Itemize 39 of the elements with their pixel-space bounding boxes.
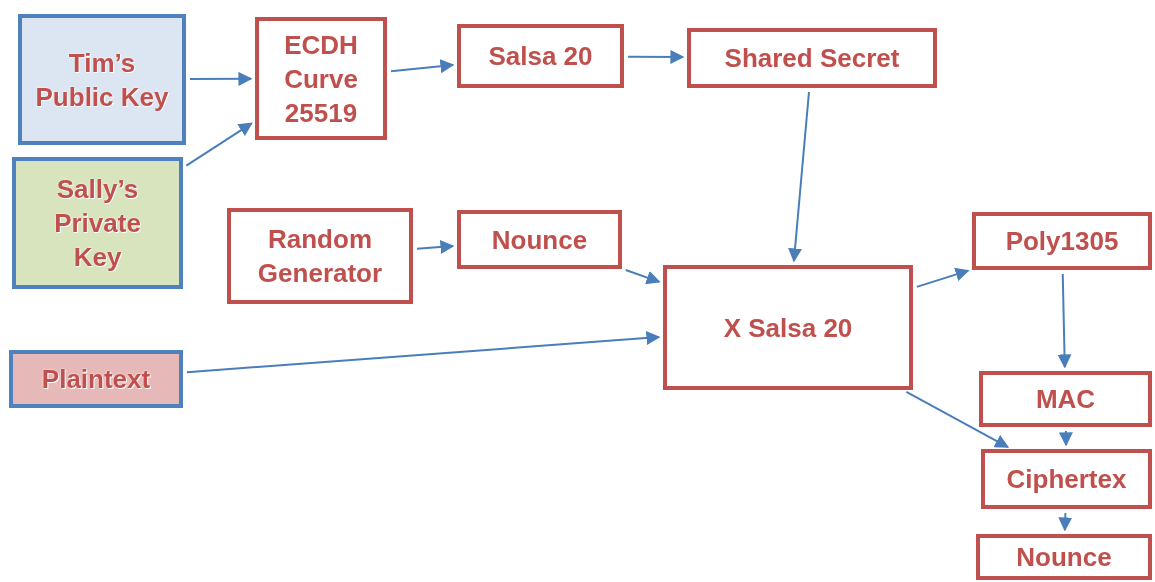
process-box — [981, 449, 1152, 509]
process-box — [12, 157, 183, 289]
box-label: Poly1305 — [1005, 225, 1119, 258]
arrow — [788, 91, 810, 263]
process-box — [663, 265, 913, 390]
box-label: Ciphertex — [1006, 463, 1127, 496]
process-box — [18, 14, 186, 145]
process-box — [687, 28, 937, 88]
arrow — [185, 122, 253, 167]
box-label: Salsa 20 — [488, 40, 593, 73]
box-label: ECDH Curve 25519 — [283, 28, 359, 130]
box-label: Sally’s Private Key — [53, 173, 142, 274]
process-box — [979, 371, 1152, 427]
process-box — [972, 212, 1152, 270]
arrow — [186, 331, 661, 374]
box-label: MAC — [1035, 383, 1096, 416]
box-label: Nounce — [491, 223, 588, 257]
arrow — [915, 267, 970, 288]
arrow — [390, 59, 455, 74]
arrow — [905, 390, 1010, 449]
box-label: Plaintext — [41, 363, 151, 396]
arrow — [416, 239, 455, 254]
process-box — [255, 17, 387, 140]
arrow — [1057, 273, 1072, 369]
process-box — [976, 534, 1152, 580]
process-box — [457, 24, 624, 88]
arrow — [1058, 430, 1073, 447]
box-label: Tim’s Public Key — [34, 46, 170, 114]
box-label: Shared Secret — [724, 42, 900, 75]
box-label: X Salsa 20 — [723, 311, 853, 345]
arrow — [627, 49, 685, 64]
process-box — [9, 350, 183, 408]
process-box — [457, 210, 622, 269]
arrow — [1058, 512, 1073, 532]
box-label: Random Generator — [256, 223, 384, 290]
arrow — [624, 269, 661, 285]
arrow — [189, 71, 253, 86]
process-box — [227, 208, 413, 304]
box-label: Nounce — [1016, 541, 1112, 574]
